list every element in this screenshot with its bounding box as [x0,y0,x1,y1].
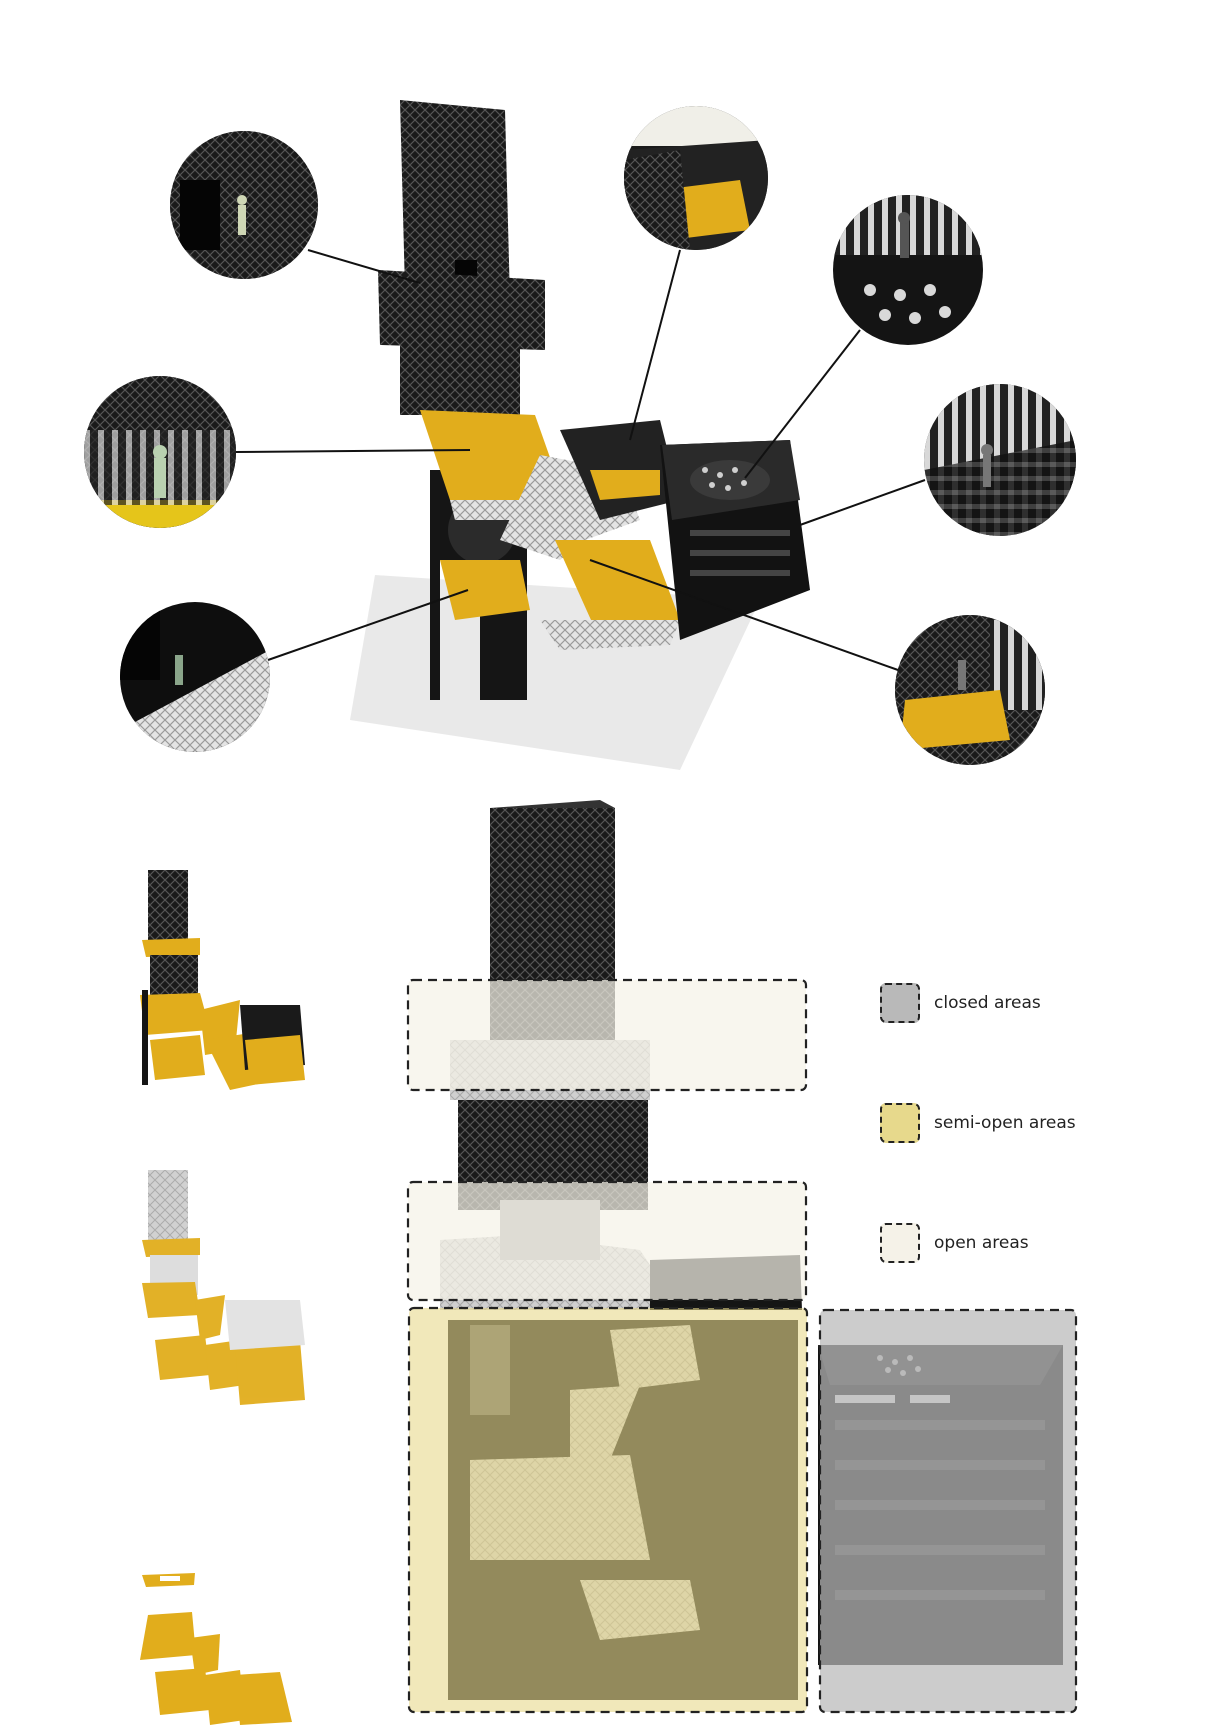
stair-passage-view [120,602,270,752]
closed-zone [818,1308,1078,1714]
legend-swatch-closed [880,983,920,1023]
upper-yellow-platform [420,410,565,500]
tower-interior-view [170,131,318,279]
legend-label-open: open areas [934,1233,1029,1253]
perforated-roof-view [833,195,983,345]
mesh-canopy [378,270,545,350]
semi-open-zone [407,1306,809,1714]
legend-label-semi-open: semi-open areas [934,1113,1076,1133]
legend-item-open: open areas [880,1223,1029,1263]
legend-swatch-open [880,1223,920,1263]
zone-overlays [406,978,1078,1714]
mesh-tower [400,100,510,300]
legend-item-semi-open: semi-open areas [880,1103,1076,1143]
open-zone-upper [406,978,808,1092]
leader-lines [235,249,926,671]
platforms-only-diagram [140,1573,292,1725]
lower-yellow-deck [440,560,530,620]
translucent-model-diagram [142,1170,305,1405]
legend-label-closed: closed areas [934,993,1041,1013]
legend-swatch-semi-open [880,1103,920,1143]
open-zone-middle [406,1180,808,1302]
full-model-diagram [140,870,305,1090]
model-photo [350,100,810,770]
lower-deck-view [895,615,1045,765]
louvered-box-view [924,384,1076,536]
legend-item-closed: closed areas [880,983,1041,1023]
bridge-deck-view [624,106,768,250]
upper-platform-view [84,376,236,528]
